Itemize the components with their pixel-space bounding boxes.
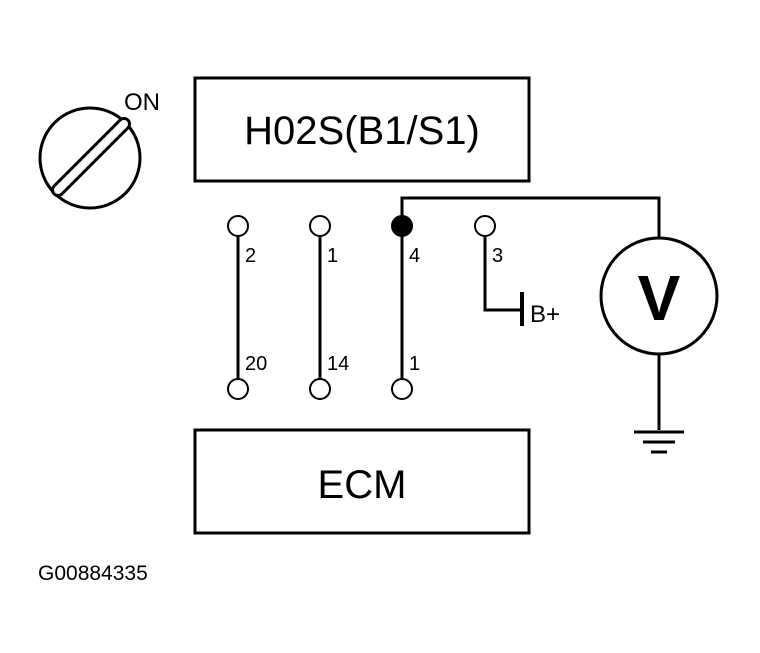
pin-label-sensor-2: 2	[245, 245, 256, 267]
pin-ecm-20	[227, 378, 249, 400]
voltmeter-label: V	[638, 262, 681, 334]
pin-label-sensor-4: 4	[409, 245, 420, 267]
ignition-on-label: ON	[124, 89, 160, 116]
figure-code: G00884335	[38, 562, 148, 585]
battery-positive-label: B+	[530, 301, 560, 328]
wire-pin3-supply	[483, 236, 520, 312]
ignition-switch	[38, 106, 142, 210]
pin-label-ecm-14: 14	[327, 353, 349, 375]
pin-sensor-1	[309, 215, 331, 237]
ground-icon	[634, 430, 684, 454]
pin-ecm-14	[309, 378, 331, 400]
pin-label-sensor-1: 1	[327, 245, 338, 267]
pin-label-sensor-3: 3	[492, 245, 503, 267]
pin-sensor-2	[227, 215, 249, 237]
pin-sensor-4-probe	[391, 215, 413, 237]
ignition-key-slot	[54, 120, 128, 194]
pin-sensor-3	[474, 215, 496, 237]
wire-probe-to-meter	[400, 196, 661, 238]
ecm-box	[193, 428, 531, 535]
sensor-box	[193, 76, 531, 183]
ignition-switch-body	[38, 106, 142, 210]
pin-label-ecm-20: 20	[245, 353, 267, 375]
pin-label-ecm-1: 1	[409, 353, 420, 375]
ecm-label: ECM	[318, 463, 407, 507]
sensor-label: H02S(B1/S1)	[244, 109, 480, 153]
pin-ecm-1	[391, 378, 413, 400]
